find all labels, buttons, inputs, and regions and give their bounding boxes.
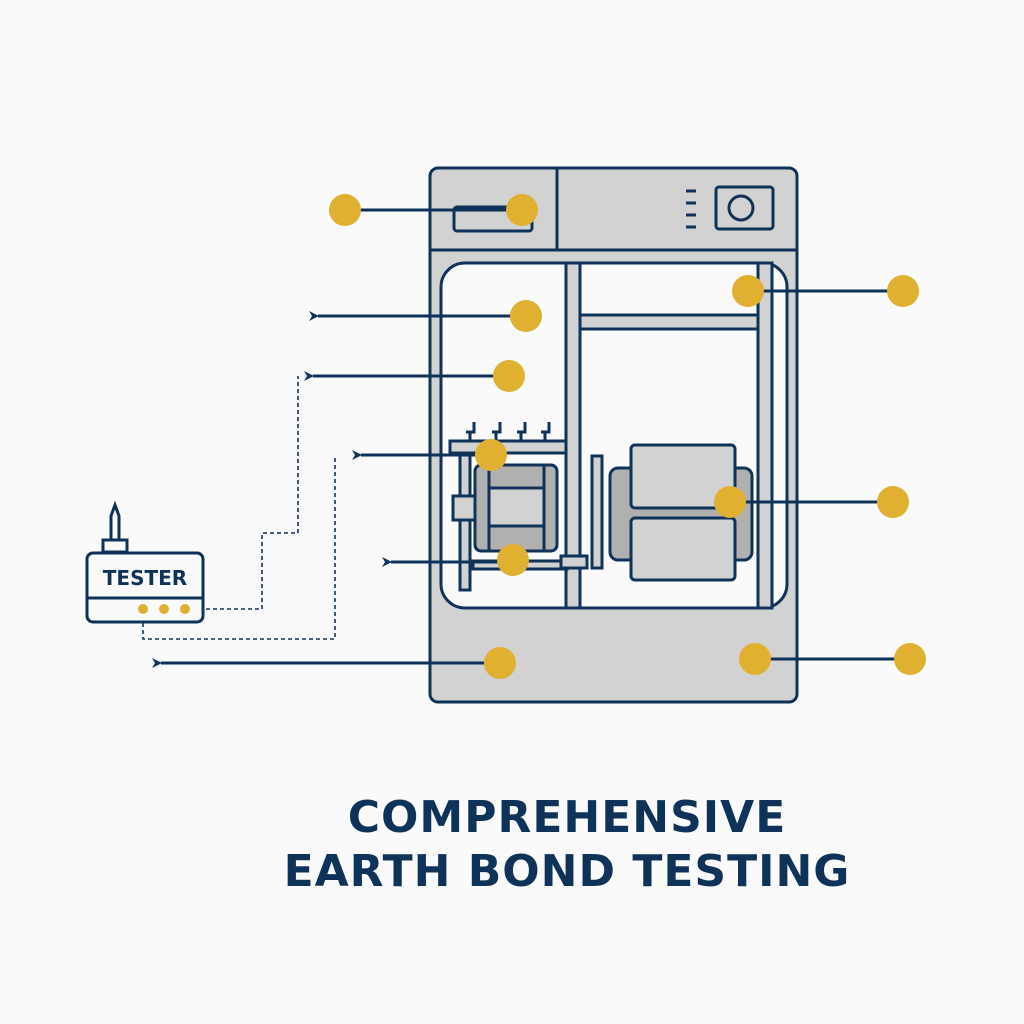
dashed-test-leads <box>142 376 336 640</box>
frame-post-right <box>756 261 774 610</box>
knob-icon <box>727 194 755 222</box>
tester-label: TESTER <box>103 566 187 590</box>
probe-icon <box>109 500 121 540</box>
title-line-1: COMPREHENSIVE <box>347 792 787 843</box>
tester-device <box>85 500 205 624</box>
frame-post-center <box>564 261 582 610</box>
motor-right-lower <box>629 516 737 582</box>
tester-ports <box>138 604 190 614</box>
frame-crossbar <box>578 313 760 331</box>
test-points <box>329 194 926 679</box>
indicator-marks <box>686 189 696 229</box>
motor-right-upper <box>629 443 737 510</box>
terminal-springs <box>466 422 551 440</box>
terminal-plate <box>448 439 568 455</box>
title-line-2: EARTH BOND TESTING <box>283 846 851 897</box>
